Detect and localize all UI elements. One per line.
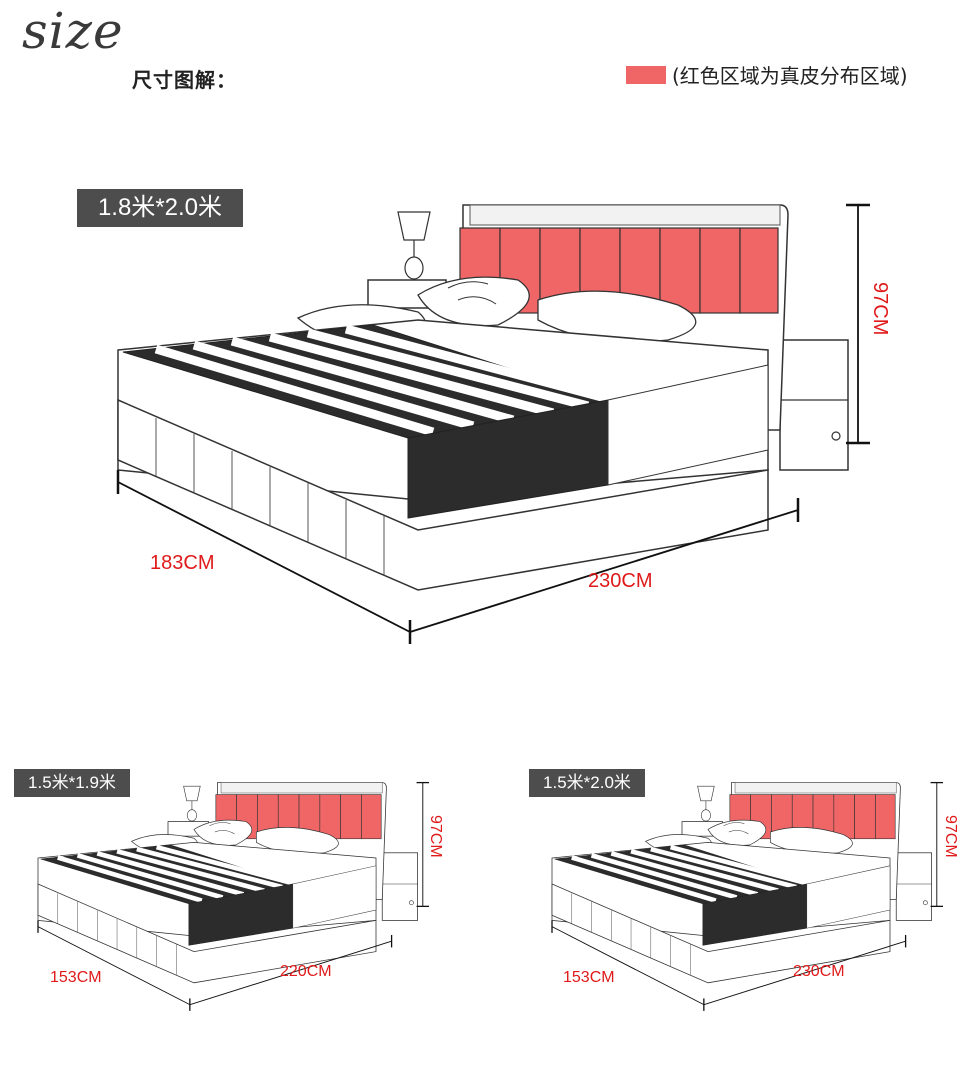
dimension-length-main: 230CM bbox=[588, 570, 653, 592]
size-logo: size bbox=[22, 2, 124, 60]
dimension-height-left: 97CM bbox=[427, 815, 444, 858]
legend: (红色区域为真皮分布区域) bbox=[626, 60, 908, 89]
leather-swatch bbox=[626, 65, 666, 84]
size-label-left: 1.5米*1.9米 bbox=[14, 769, 130, 797]
dimension-width-left: 153CM bbox=[50, 969, 102, 986]
legend-text: (红色区域为真皮分布区域) bbox=[672, 64, 908, 88]
dimension-height-main: 97CM bbox=[869, 282, 891, 336]
dimension-height-right: 97CM bbox=[942, 815, 959, 858]
size-label-right: 1.5米*2.0米 bbox=[529, 769, 645, 797]
size-label-main: 1.8米*2.0米 bbox=[77, 189, 243, 227]
dimension-length-left: 220CM bbox=[280, 963, 332, 980]
page-subtitle: 尺寸图解： bbox=[132, 68, 237, 92]
dimension-width-right: 153CM bbox=[563, 969, 615, 986]
dimension-length-right: 230CM bbox=[793, 963, 845, 980]
dimension-width-main: 183CM bbox=[150, 552, 215, 574]
